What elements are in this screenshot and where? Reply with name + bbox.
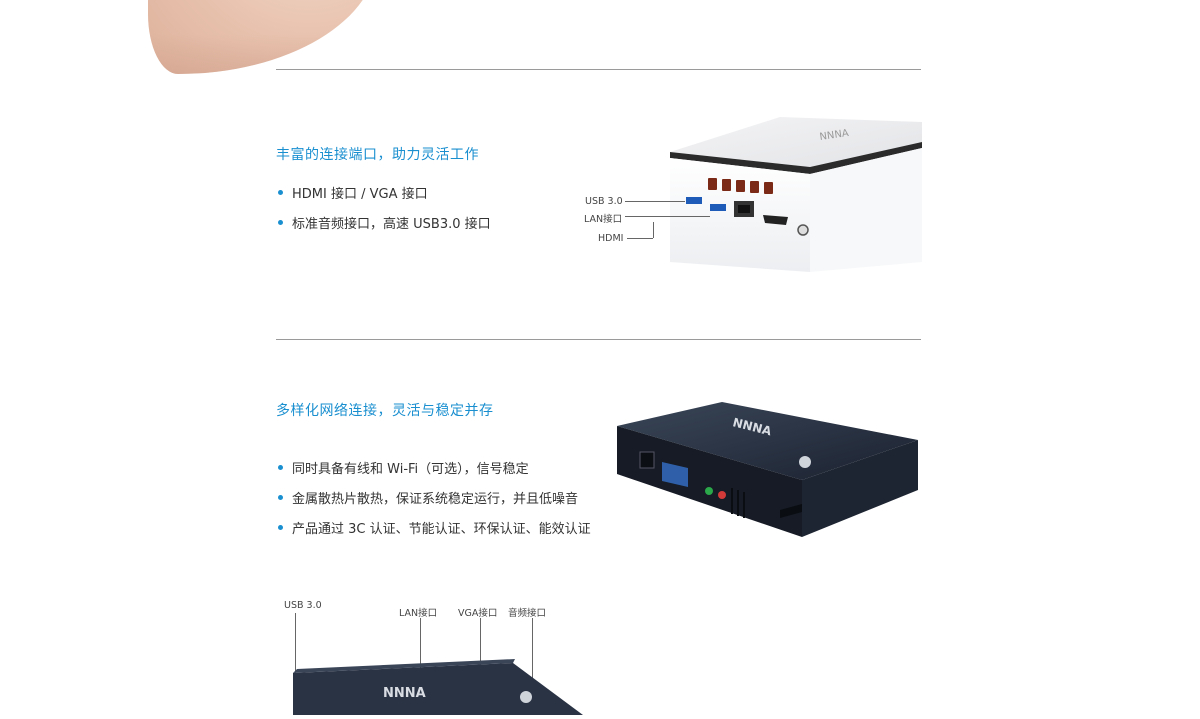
section-divider <box>276 69 921 70</box>
brand-logo: NNNA <box>383 686 426 701</box>
section-title-network: 多样化网络连接，灵活与稳定并存 <box>276 403 494 419</box>
callout-hdmi: HDMI <box>598 233 624 244</box>
list-item: 产品通过 3C 认证、节能认证、环保认证、能效认证 <box>276 518 591 537</box>
dark-mini-pc-partial-image: NNNA <box>283 655 583 715</box>
list-item: 标准音频接口，高速 USB3.0 接口 <box>276 213 491 232</box>
hdmi-port-icon <box>780 504 802 518</box>
power-button-icon <box>799 456 811 468</box>
callout-line <box>653 222 654 238</box>
callout-usb: USB 3.0 <box>585 196 623 207</box>
callout-usb: USB 3.0 <box>284 600 322 611</box>
audio-jack-icon <box>705 487 713 495</box>
callout-line <box>627 238 653 239</box>
callout-audio: 音频接口 <box>508 608 547 619</box>
audio-jack-icon <box>718 491 726 499</box>
vga-port-icon <box>662 462 688 487</box>
callout-line <box>295 613 296 673</box>
vent-icon <box>708 178 773 194</box>
lan-port-icon <box>639 451 655 469</box>
callout-vga: VGA接口 <box>458 608 498 619</box>
callout-line <box>532 618 533 708</box>
power-button-icon <box>520 691 532 703</box>
brand-logo: NNNA <box>819 128 850 143</box>
hdmi-port-icon <box>763 215 788 225</box>
list-item: 同时具备有线和 Wi-Fi（可选），信号稳定 <box>276 458 591 477</box>
callout-lan: LAN接口 <box>584 214 623 225</box>
power-jack-icon <box>797 224 809 236</box>
dark-mini-pc-image: NNNA <box>612 392 922 542</box>
list-item: HDMI 接口 / VGA 接口 <box>276 183 491 202</box>
callout-line <box>625 201 685 202</box>
callout-lan: LAN接口 <box>399 608 438 619</box>
callout-line <box>625 216 710 217</box>
vent-icon <box>731 488 745 518</box>
callout-line <box>420 618 421 708</box>
section-title-ports: 丰富的连接端口，助力灵活工作 <box>276 147 479 163</box>
list-item: 金属散热片散热，保证系统稳定运行，并且低噪音 <box>276 488 591 507</box>
ports-feature-list: HDMI 接口 / VGA 接口 标准音频接口，高速 USB3.0 接口 <box>276 183 491 232</box>
network-feature-list: 同时具备有线和 Wi-Fi（可选），信号稳定 金属散热片散热，保证系统稳定运行，… <box>276 458 591 537</box>
white-mini-pc-image: NNNA <box>660 112 922 272</box>
usb-port-icon <box>686 197 726 211</box>
hand-photo <box>148 0 378 74</box>
section-divider <box>276 339 921 340</box>
